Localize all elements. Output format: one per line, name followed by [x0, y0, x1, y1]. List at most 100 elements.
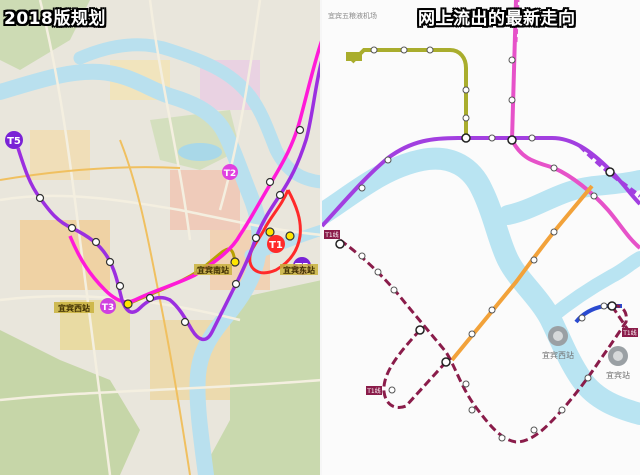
hill-area: [200, 280, 322, 475]
station-dot: [35, 193, 45, 203]
station-dot: [115, 281, 125, 291]
hill-area: [0, 330, 140, 475]
line-magenta-branch: [514, 0, 520, 43]
interchange-station: [607, 301, 617, 311]
station-dot: [426, 46, 434, 54]
river: [498, 170, 640, 225]
right-map-svg: 宜宾西站 宜宾站 T1线 T1线 T1线 宜宾五粮液机场: [322, 0, 640, 444]
interchange-station: [230, 257, 240, 267]
highway: [0, 139, 191, 475]
interchange-station: [605, 167, 615, 177]
right-map-title: 网上流出的最新走向: [418, 9, 576, 29]
station-dot: [462, 114, 470, 122]
svg-text:T1: T1: [269, 240, 283, 251]
station-dot: [550, 228, 558, 236]
station-dot: [388, 386, 396, 394]
station-dot: [384, 156, 392, 164]
olive-terminus-badge: [346, 52, 362, 61]
station-dot: [528, 134, 536, 142]
road-network: [0, 0, 322, 475]
station-dot: [488, 134, 496, 142]
station-dot: [508, 96, 516, 104]
svg-text:宜宾东站: 宜宾东站: [283, 265, 315, 275]
station-dot: [91, 237, 101, 247]
station-dot: [550, 164, 558, 172]
left-map-title: 2018版规划: [4, 9, 106, 29]
station-dot: [295, 125, 305, 135]
line-t1-maroon: [339, 238, 628, 444]
svg-text:T5: T5: [7, 136, 21, 147]
station-dot: [374, 268, 382, 276]
interchange-station: [265, 227, 275, 237]
station-dot: [462, 86, 470, 94]
svg-text:T3: T3: [102, 303, 114, 313]
station-logo-main: 宜宾站: [606, 346, 630, 380]
station-dot: [251, 233, 261, 243]
panel-divider: [320, 0, 322, 475]
left-map-svg: T5 T5 T1 T2 T3 宜宾西站: [0, 0, 322, 475]
line-t1-red: [248, 189, 302, 275]
interchange-station: [461, 133, 471, 143]
station-dot: [530, 256, 538, 264]
station-dot: [468, 330, 476, 338]
station-dot: [462, 380, 470, 388]
line-badge-t5-west: T5: [5, 131, 23, 149]
station-dot: [390, 286, 398, 294]
line-purple-dashed: [578, 144, 640, 198]
line-olive: [350, 48, 468, 138]
svg-text:T1线: T1线: [622, 329, 636, 337]
line-magenta: [509, 0, 640, 250]
svg-text:宜宾南站: 宜宾南站: [197, 265, 229, 275]
station-dot: [180, 317, 190, 327]
interchange-stations: [335, 133, 617, 367]
station-dot: [231, 279, 241, 289]
hill-area: [0, 0, 90, 70]
airport-label: 宜宾五粮液机场: [328, 11, 377, 20]
interchange-station: [335, 239, 345, 249]
svg-text:T1线: T1线: [366, 387, 380, 395]
station-dot: [105, 257, 115, 267]
station-dot: [265, 177, 275, 187]
river: [543, 251, 640, 325]
line-badge-t2: T2: [222, 164, 238, 180]
t1-badge-east: T1线: [622, 328, 638, 337]
river: [322, 147, 640, 425]
river: [0, 63, 268, 475]
station-dot: [590, 192, 598, 200]
lake: [178, 143, 222, 161]
svg-text:宜宾西站: 宜宾西站: [58, 303, 90, 313]
left-map-panel: T5 T5 T1 T2 T3 宜宾西站: [0, 0, 322, 475]
t1-badge-south: T1线: [366, 386, 382, 395]
right-stations: [358, 46, 608, 442]
station-dot: [530, 426, 538, 434]
line-magenta: [68, 39, 322, 304]
station-dot: [508, 56, 516, 64]
station-dot: [488, 306, 496, 314]
interchange-station: [415, 325, 425, 335]
station-label-south: 宜宾南站: [194, 264, 232, 275]
station-label-east: 宜宾东站: [280, 264, 318, 275]
svg-text:宜宾站: 宜宾站: [606, 370, 630, 380]
station-dot: [558, 406, 566, 414]
line-orange: [450, 184, 594, 362]
station-dot: [600, 302, 608, 310]
interchange-station: [285, 231, 295, 241]
interchange-station: [507, 135, 517, 145]
interchange-station: [441, 357, 451, 367]
line-badge-t1: T1: [267, 235, 285, 253]
station-dot: [358, 252, 366, 260]
svg-text:T1线: T1线: [324, 231, 338, 239]
station-logo-west: 宜宾西站: [542, 326, 574, 360]
station-dot: [145, 293, 155, 303]
line-t1-maroon-branch: [382, 328, 448, 409]
station-dot: [584, 374, 592, 382]
station-dot: [468, 406, 476, 414]
station-dot: [578, 314, 586, 322]
station-dot: [498, 434, 506, 442]
t1-badge-west: T1线: [324, 230, 340, 239]
svg-text:T2: T2: [224, 169, 236, 179]
line-badge-t3: T3: [100, 298, 116, 314]
line-t1-maroon-east: [610, 305, 630, 331]
station-dot: [67, 223, 77, 233]
